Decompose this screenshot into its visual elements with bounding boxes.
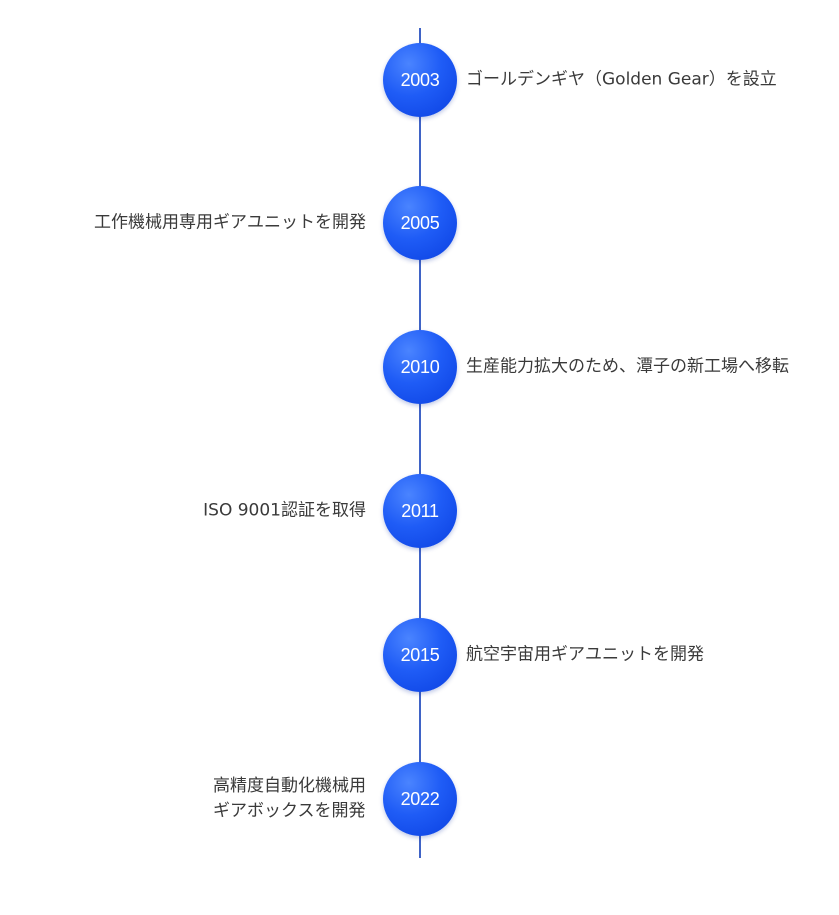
year-circle: 2005	[383, 186, 457, 260]
year-label: 2011	[401, 500, 439, 521]
event-description-line: 航空宇宙用ギアユニットを開発	[466, 644, 704, 665]
year-circle: 2015	[383, 618, 457, 692]
timeline-event-2011: 2011 ISO 9001認証を取得	[0, 474, 839, 548]
timeline-event-2010: 2010 生産能力拡大のため、潭子の新工場へ移転	[0, 330, 839, 404]
timeline-event-2015: 2015 航空宇宙用ギアユニットを開発	[0, 618, 839, 692]
year-circle: 2022	[383, 762, 457, 836]
year-circle: 2011	[383, 474, 457, 548]
year-label: 2015	[400, 644, 440, 665]
timeline-event-2022: 2022 高精度自動化機械用 ギアボックスを開発	[0, 762, 839, 836]
year-label: 2003	[400, 69, 440, 90]
event-description-line: 高精度自動化機械用	[213, 776, 366, 796]
event-description: 生産能力拡大のため、潭子の新工場へ移転	[466, 355, 789, 380]
event-description: ISO 9001認証を取得	[203, 499, 366, 524]
timeline-axis-line	[419, 28, 421, 858]
year-circle: 2010	[383, 330, 457, 404]
timeline-event-2005: 2005 工作機械用専用ギアユニットを開発	[0, 186, 839, 260]
event-description: 工作機械用専用ギアユニットを開発	[94, 211, 366, 236]
event-description-line: ゴールデンギヤ（Golden Gear）を設立	[466, 69, 777, 90]
year-label: 2022	[400, 788, 440, 809]
event-description-line: ISO 9001認証を取得	[203, 500, 366, 521]
timeline-event-2003: 2003 ゴールデンギヤ（Golden Gear）を設立	[0, 43, 839, 117]
event-description: ゴールデンギヤ（Golden Gear）を設立	[466, 68, 777, 93]
year-circle: 2003	[383, 43, 457, 117]
event-description-line: 工作機械用専用ギアユニットを開発	[94, 212, 366, 233]
event-description-line: ギアボックスを開発	[213, 801, 366, 821]
event-description: 航空宇宙用ギアユニットを開発	[466, 643, 704, 668]
year-label: 2005	[400, 212, 440, 233]
event-description-line: 生産能力拡大のため、潭子の新工場へ移転	[466, 356, 789, 377]
year-label: 2010	[400, 356, 440, 377]
event-description: 高精度自動化機械用 ギアボックスを開発	[213, 774, 366, 824]
